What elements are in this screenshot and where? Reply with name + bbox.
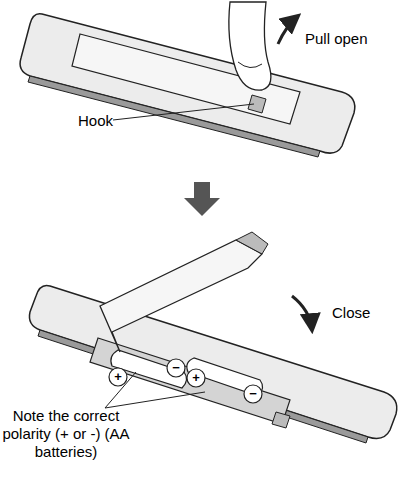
remote-body: [20, 14, 355, 153]
hook-slot: [272, 412, 290, 428]
action-label: Pull open: [305, 30, 368, 48]
polarity-circle: [167, 359, 185, 377]
pull-arrow: [278, 16, 298, 44]
leader-line: [113, 104, 254, 120]
leader-line: [105, 392, 205, 408]
polarity-circle: [109, 368, 127, 386]
open-cover: [100, 240, 262, 352]
part-label: Hook: [78, 112, 113, 130]
action-label: Close: [332, 304, 370, 322]
polarity-circle: [187, 369, 205, 387]
polarity-mark: +: [114, 370, 122, 383]
polarity-mark: −: [249, 387, 257, 400]
polarity-mark: −: [172, 361, 180, 374]
polarity-mark: +: [192, 371, 200, 384]
finger: [229, 2, 271, 90]
note-text: Note the correct polarity (+ or -) (AA b…: [2, 407, 130, 461]
step-arrow: [184, 182, 220, 216]
fingernail: [238, 62, 262, 68]
polarity-circle: [244, 385, 262, 403]
cover-hook: [236, 232, 268, 254]
close-arrow: [292, 296, 312, 330]
